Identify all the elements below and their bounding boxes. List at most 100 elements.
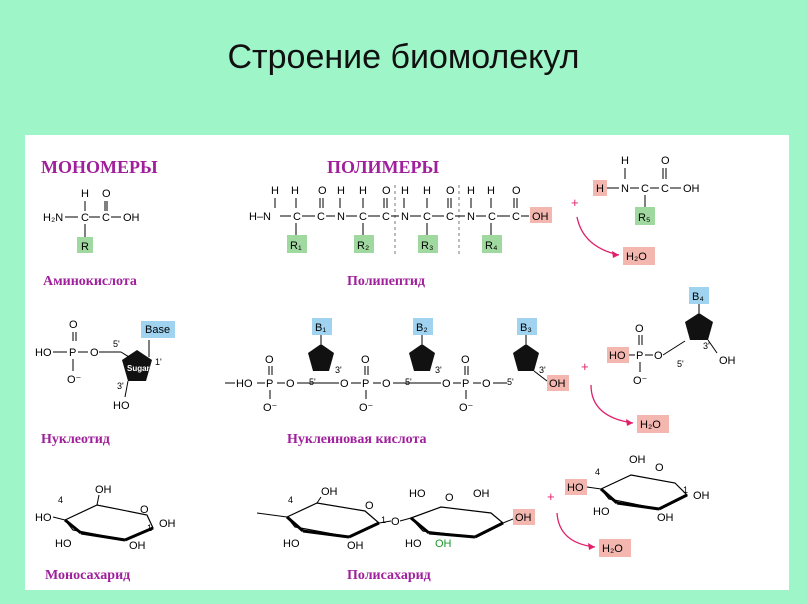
svg-text:O: O bbox=[655, 462, 664, 474]
svg-text:4: 4 bbox=[288, 495, 293, 505]
amino-c2: C bbox=[102, 212, 110, 224]
caption-nucleotide: Нуклеотид bbox=[41, 432, 110, 447]
monomers-header: МОНОМЕРЫ bbox=[41, 157, 158, 177]
amino-acid-structure: H O H₂N C C OH R bbox=[43, 188, 140, 253]
sugar-reactant-structure: HO 4 OH O 1 OH HO OH bbox=[565, 454, 710, 524]
nucleotide-sugar: Sugar bbox=[127, 364, 150, 373]
svg-text:H: H bbox=[337, 185, 345, 197]
arrow-1 bbox=[576, 216, 620, 256]
svg-text:OH: OH bbox=[657, 512, 674, 524]
svg-text:O⁻: O⁻ bbox=[459, 402, 474, 414]
nucleic-b2: B₂ bbox=[416, 322, 428, 334]
diagram-panel: МОНОМЕРЫ ПОЛИМЕРЫ H O H₂N C C OH R Амино… bbox=[25, 135, 789, 590]
water-3: H₂O bbox=[602, 543, 623, 555]
svg-text:N: N bbox=[401, 211, 409, 223]
svg-text:5': 5' bbox=[309, 377, 316, 387]
svg-text:4: 4 bbox=[595, 467, 600, 477]
svg-text:OH: OH bbox=[719, 355, 736, 367]
nucleotide-three: 3' bbox=[117, 381, 124, 391]
polypeptide-start: H–N bbox=[249, 211, 271, 223]
reactant-oh: OH bbox=[683, 183, 700, 195]
amino-r-box bbox=[77, 237, 93, 253]
svg-text:4: 4 bbox=[58, 495, 63, 505]
amino-o: O bbox=[102, 188, 111, 200]
nucleic-oh: OH bbox=[549, 378, 566, 390]
svg-text:O: O bbox=[445, 492, 454, 504]
amino-c1: C bbox=[81, 212, 89, 224]
slide-title: Строение биомолекул bbox=[227, 38, 580, 76]
svg-text:3': 3' bbox=[435, 365, 442, 375]
nucleotide-reactant-structure: B₄ O HO P O 5' 3' O⁻ OH bbox=[607, 287, 736, 387]
arrow-2 bbox=[590, 384, 634, 424]
nucleic-ho: HO bbox=[236, 378, 253, 390]
poly-oh-end: OH bbox=[515, 512, 532, 524]
mono-ho-bottom-left: HO bbox=[55, 538, 72, 550]
svg-text:C: C bbox=[359, 211, 367, 223]
svg-text:OH: OH bbox=[347, 540, 364, 552]
amino-h2n: H₂N bbox=[43, 212, 63, 224]
monosaccharide-structure: O 4 1 OH HO OH HO OH bbox=[35, 484, 176, 552]
svg-text:HO: HO bbox=[405, 538, 422, 550]
polypeptide-end-oh: OH bbox=[532, 211, 549, 223]
svg-text:O: O bbox=[442, 378, 451, 390]
svg-text:H: H bbox=[359, 185, 367, 197]
plus-3: + bbox=[547, 489, 555, 504]
sugar-reactant-ho: HO bbox=[567, 482, 584, 494]
reactant-n: N bbox=[621, 183, 629, 195]
svg-text:O: O bbox=[69, 319, 78, 331]
svg-text:H: H bbox=[291, 185, 299, 197]
mono-oh-top: OH bbox=[95, 484, 112, 496]
svg-text:C: C bbox=[446, 211, 454, 223]
svg-text:H: H bbox=[271, 185, 279, 197]
svg-text:O: O bbox=[635, 323, 644, 335]
reactant-h: H bbox=[596, 183, 604, 195]
caption-nucleic-acid: Нуклеиновая кислота bbox=[287, 432, 427, 447]
svg-text:O: O bbox=[654, 350, 663, 362]
svg-text:O: O bbox=[265, 354, 274, 366]
reactant-c2: C bbox=[661, 183, 669, 195]
svg-text:O: O bbox=[446, 185, 455, 197]
plus-1: + bbox=[571, 195, 579, 210]
polypeptide-r1: R₁ bbox=[290, 240, 302, 252]
water-1: H₂O bbox=[626, 251, 647, 263]
svg-text:HO: HO bbox=[609, 350, 626, 362]
svg-text:OH: OH bbox=[473, 488, 490, 500]
svg-text:5': 5' bbox=[677, 359, 684, 369]
svg-text:C: C bbox=[488, 211, 496, 223]
polypeptide-r2: R₂ bbox=[357, 240, 369, 252]
svg-text:O: O bbox=[512, 185, 521, 197]
svg-text:3': 3' bbox=[539, 365, 546, 375]
svg-text:O: O bbox=[382, 378, 391, 390]
nucleic-b3: B₃ bbox=[520, 322, 532, 334]
polymers-header: ПОЛИМЕРЫ bbox=[327, 157, 440, 177]
svg-text:O: O bbox=[140, 504, 149, 516]
reactant-c1: C bbox=[641, 183, 649, 195]
svg-text:O⁻: O⁻ bbox=[263, 402, 278, 414]
caption-amino-acid: Аминокислота bbox=[43, 274, 137, 289]
svg-text:O: O bbox=[286, 378, 295, 390]
mono-ho-left: HO bbox=[35, 512, 52, 524]
svg-text:3': 3' bbox=[335, 365, 342, 375]
reactant-b4: B₄ bbox=[692, 291, 704, 303]
polysaccharide-structure: 4 O OH HO OH 1 O HO OH O HO OH OH bbox=[256, 486, 535, 552]
svg-text:O⁻: O⁻ bbox=[633, 375, 648, 387]
nucleic-acid-structure: HO O P O⁻ O 5' 3' B₁ O O P O⁻ O 5' 3' B₂… bbox=[225, 318, 569, 414]
mono-oh-bottom: OH bbox=[129, 540, 146, 552]
svg-text:P: P bbox=[462, 378, 469, 390]
svg-text:O: O bbox=[361, 354, 370, 366]
nucleotide-structure: O HO P O 5' O⁻ Sugar 1' 3' Base HO bbox=[35, 319, 175, 412]
caption-polysaccharide: Полисахарид bbox=[347, 568, 431, 583]
polypeptide-r3: R₃ bbox=[421, 240, 433, 252]
nucleotide-oh: HO bbox=[113, 400, 130, 412]
svg-text:O: O bbox=[482, 378, 491, 390]
amino-oh: OH bbox=[123, 212, 140, 224]
nucleotide-base: Base bbox=[145, 324, 170, 336]
nucleotide-o-minus: O⁻ bbox=[67, 374, 82, 386]
nucleotide-ho: HO bbox=[35, 347, 52, 359]
svg-text:1: 1 bbox=[683, 485, 688, 495]
caption-polypeptide: Полипептид bbox=[347, 274, 425, 289]
svg-text:HO: HO bbox=[283, 538, 300, 550]
nucleic-b1: B₁ bbox=[315, 322, 326, 334]
svg-text:H: H bbox=[487, 185, 495, 197]
